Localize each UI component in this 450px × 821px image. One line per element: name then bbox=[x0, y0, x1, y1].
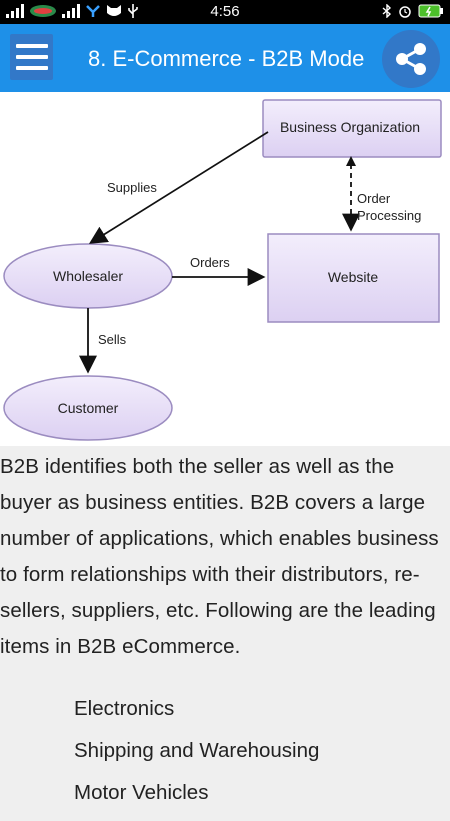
article-paragraph: B2B identifies both the seller as well a… bbox=[0, 455, 439, 658]
business-organization-label: Business Organization bbox=[280, 119, 420, 135]
hamburger-icon-line bbox=[15, 44, 48, 48]
b2b-diagram: Business Organization Website Wholesaler… bbox=[0, 92, 450, 446]
signal-icon-2 bbox=[62, 4, 80, 18]
status-left-icons bbox=[6, 4, 139, 18]
hamburger-icon-line bbox=[15, 55, 48, 59]
app-bar: 8. E-Commerce - B2B Mode bbox=[0, 24, 450, 92]
share-icon bbox=[396, 43, 426, 75]
share-button[interactable] bbox=[382, 30, 440, 88]
order-label-line2: Processing bbox=[357, 208, 421, 223]
alarm-icon bbox=[399, 6, 411, 18]
status-bar: 4:56 bbox=[0, 0, 450, 24]
business-organization-box bbox=[262, 99, 442, 158]
wholesaler-label: Wholesaler bbox=[53, 268, 123, 284]
customer-label: Customer bbox=[58, 400, 119, 416]
order-processing-arrowhead-top bbox=[346, 156, 356, 166]
status-time: 4:56 bbox=[210, 3, 240, 20]
website-label: Website bbox=[328, 269, 379, 285]
usb-icon bbox=[128, 4, 138, 18]
hamburger-icon-line bbox=[15, 66, 48, 70]
supplies-arrow bbox=[88, 131, 269, 244]
sells-label: Sells bbox=[98, 332, 127, 347]
customer-node bbox=[3, 375, 173, 441]
bluetooth-icon bbox=[382, 4, 392, 18]
list-item: Electronics bbox=[74, 697, 175, 720]
orders-label: Orders bbox=[190, 255, 230, 270]
website-box bbox=[267, 233, 440, 323]
battery-icon bbox=[418, 4, 443, 18]
list-item: Motor Vehicles bbox=[74, 781, 209, 804]
order-label-line1: Order bbox=[357, 191, 391, 206]
list-item: Shipping and Warehousing bbox=[74, 739, 320, 762]
supplies-label: Supplies bbox=[107, 180, 157, 195]
article-content: B2B identifies both the seller as well a… bbox=[0, 446, 450, 821]
page-title: 8. E-Commerce - B2B Mode bbox=[88, 46, 365, 71]
b2b-diagram-svg: Business Organization Website Wholesaler… bbox=[3, 99, 442, 441]
menu-button[interactable] bbox=[10, 34, 53, 80]
carrier-logo-icon bbox=[30, 5, 56, 17]
signal-icon bbox=[6, 4, 24, 18]
status-right-icons bbox=[382, 4, 444, 18]
cat-icon bbox=[107, 5, 121, 16]
network-icon bbox=[86, 5, 100, 17]
items-list: Electronics Shipping and Warehousing Mot… bbox=[0, 695, 450, 821]
